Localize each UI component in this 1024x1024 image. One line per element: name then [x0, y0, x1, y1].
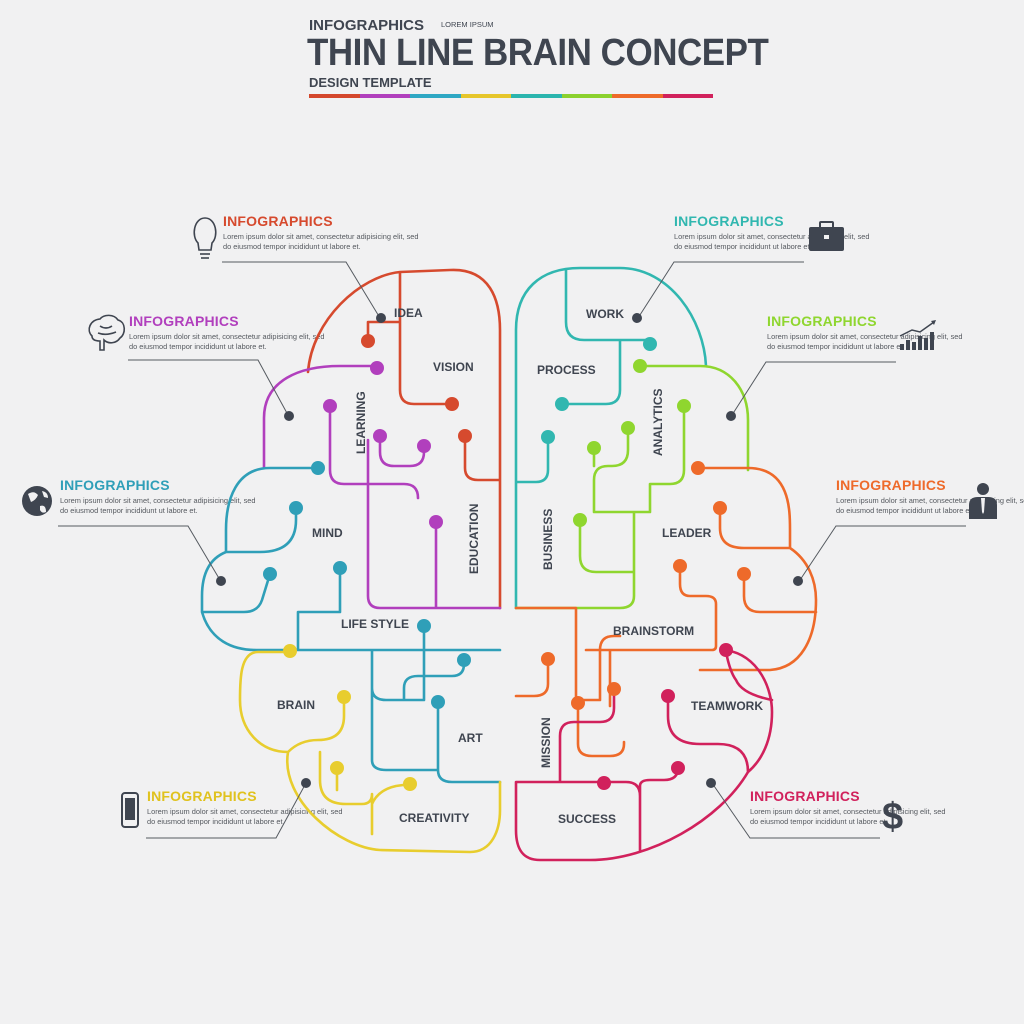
businessman-icon — [969, 483, 997, 519]
info-title: INFOGRAPHICS — [767, 313, 877, 329]
info-title: INFOGRAPHICS — [750, 788, 860, 804]
info-block-leader: INFOGRAPHICS Lorem ipsum dolor sit amet,… — [836, 477, 1024, 516]
info-block-work: INFOGRAPHICS Lorem ipsum dolor sit amet,… — [674, 213, 914, 252]
color-bar-segment — [359, 94, 410, 98]
label-education: EDUCATION — [467, 504, 481, 574]
info-title: INFOGRAPHICS — [674, 213, 784, 229]
color-bar-segment — [511, 94, 562, 98]
info-title: INFOGRAPHICS — [60, 477, 170, 493]
info-text: Lorem ipsum dolor sit amet, consectetur … — [147, 807, 343, 826]
label-brain: BRAIN — [277, 698, 315, 712]
lobe-yellow — [238, 650, 502, 854]
leader-endpoints — [216, 313, 803, 788]
globe-icon — [22, 486, 52, 516]
bar-chart-icon — [899, 320, 936, 350]
lobe-magenta — [514, 648, 774, 862]
label-mind: MIND — [312, 526, 343, 540]
briefcase-icon — [809, 221, 844, 251]
brain-icon — [88, 314, 126, 351]
color-bar-segment — [612, 94, 663, 98]
info-text: Lorem ipsum dolor sit amet, consectetur … — [129, 332, 325, 351]
lobe-red — [306, 268, 502, 610]
label-learning: LEARNING — [354, 391, 368, 454]
info-text: Lorem ipsum dolor sit amet, consectetur … — [767, 332, 963, 351]
color-bar-segment — [662, 94, 713, 98]
leader-lines — [58, 261, 966, 839]
label-creativity: CREATIVITY — [399, 811, 469, 825]
label-vision: VISION — [433, 360, 474, 374]
lobe-purple — [262, 364, 502, 610]
color-bar-segment — [460, 94, 511, 98]
label-life-style: LIFE STYLE — [341, 617, 409, 631]
info-block-mind: INFOGRAPHICS Lorem ipsum dolor sit amet,… — [60, 477, 300, 516]
info-title: INFOGRAPHICS — [223, 213, 333, 229]
info-text: Lorem ipsum dolor sit amet, consectetur … — [836, 496, 1024, 515]
label-business: BUSINESS — [541, 509, 555, 570]
dollar-icon: $ — [882, 796, 903, 838]
color-bar-segment — [410, 94, 461, 98]
info-block-learning: INFOGRAPHICS Lorem ipsum dolor sit amet,… — [129, 313, 369, 352]
lobe-lime — [514, 364, 750, 610]
label-idea: IDEA — [394, 306, 423, 320]
label-mission: MISSION — [539, 717, 553, 768]
page-title: THIN LINE BRAIN CONCEPT — [307, 32, 769, 74]
info-text: Lorem ipsum dolor sit amet, consectetur … — [674, 232, 870, 251]
info-title: INFOGRAPHICS — [836, 477, 946, 493]
lobe-cyan — [514, 266, 708, 610]
label-work: WORK — [586, 307, 624, 321]
lobe-teal — [200, 466, 502, 784]
info-block-creativity: INFOGRAPHICS Lorem ipsum dolor sit amet,… — [147, 788, 387, 827]
header-kicker: INFOGRAPHICS — [309, 17, 425, 34]
label-success: SUCCESS — [558, 812, 616, 826]
connector-dots — [263, 334, 751, 791]
label-process: PROCESS — [537, 363, 596, 377]
info-text: Lorem ipsum dolor sit amet, consectetur … — [750, 807, 946, 826]
info-text: Lorem ipsum dolor sit amet, consectetur … — [223, 232, 419, 251]
info-text: Lorem ipsum dolor sit amet, consectetur … — [60, 496, 256, 515]
info-block-success: INFOGRAPHICS Lorem ipsum dolor sit amet,… — [750, 788, 990, 827]
info-block-idea: INFOGRAPHICS Lorem ipsum dolor sit amet,… — [223, 213, 463, 252]
page-subtitle: DESIGN TEMPLATE — [309, 75, 432, 90]
label-analytics: ANALYTICS — [651, 388, 665, 456]
info-title: INFOGRAPHICS — [147, 788, 257, 804]
label-leader: LEADER — [662, 526, 712, 540]
smartphone-icon — [121, 792, 139, 828]
lightbulb-icon — [193, 217, 217, 259]
header-kicker-note: LOREM IPSUM — [441, 20, 494, 29]
info-block-analytics: INFOGRAPHICS Lorem ipsum dolor sit amet,… — [767, 313, 1007, 352]
label-art: ART — [458, 731, 483, 745]
info-title: INFOGRAPHICS — [129, 313, 239, 329]
header-color-bar — [309, 94, 713, 98]
label-teamwork: TEAMWORK — [691, 699, 763, 713]
label-brainstorm: BRAINSTORM — [613, 624, 694, 638]
color-bar-segment — [561, 94, 612, 98]
color-bar-segment — [309, 94, 360, 98]
